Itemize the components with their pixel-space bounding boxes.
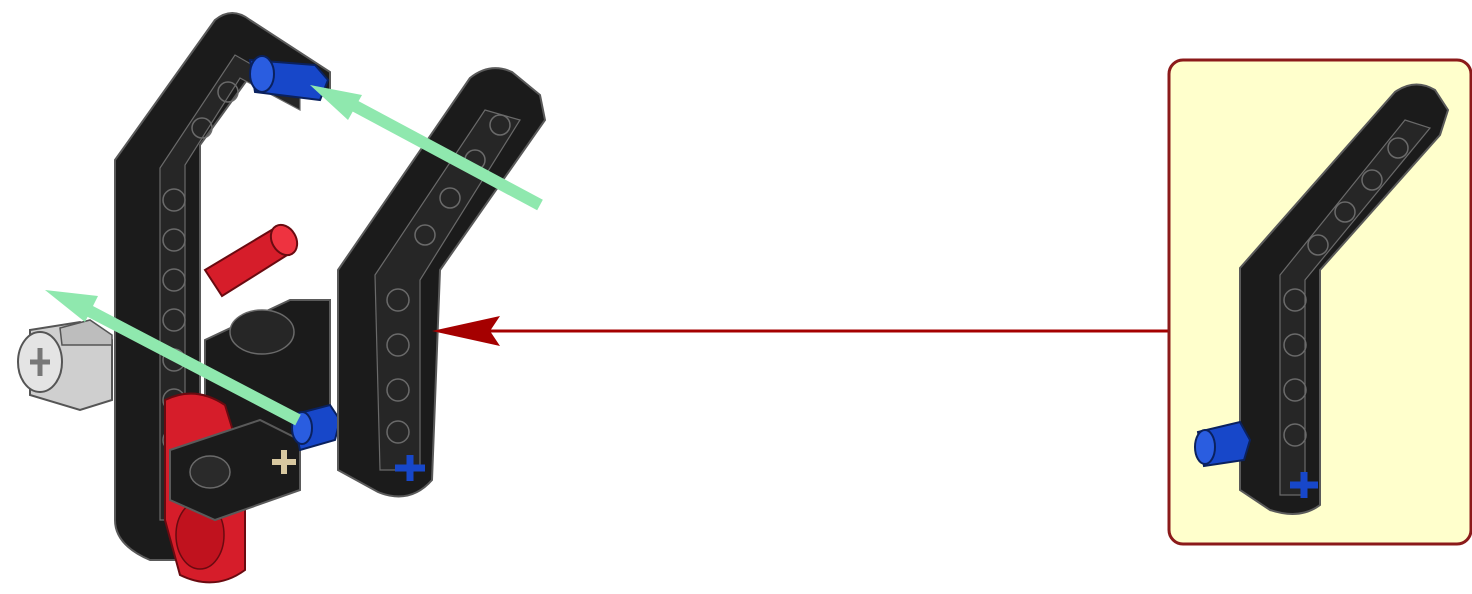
blue-pin-middle [292,405,340,450]
red-pin [205,220,302,296]
gray-axle-connector [18,320,112,410]
callout-arrow [432,316,1168,346]
right-bent-beam [338,68,545,496]
parts-callout [1169,60,1471,544]
